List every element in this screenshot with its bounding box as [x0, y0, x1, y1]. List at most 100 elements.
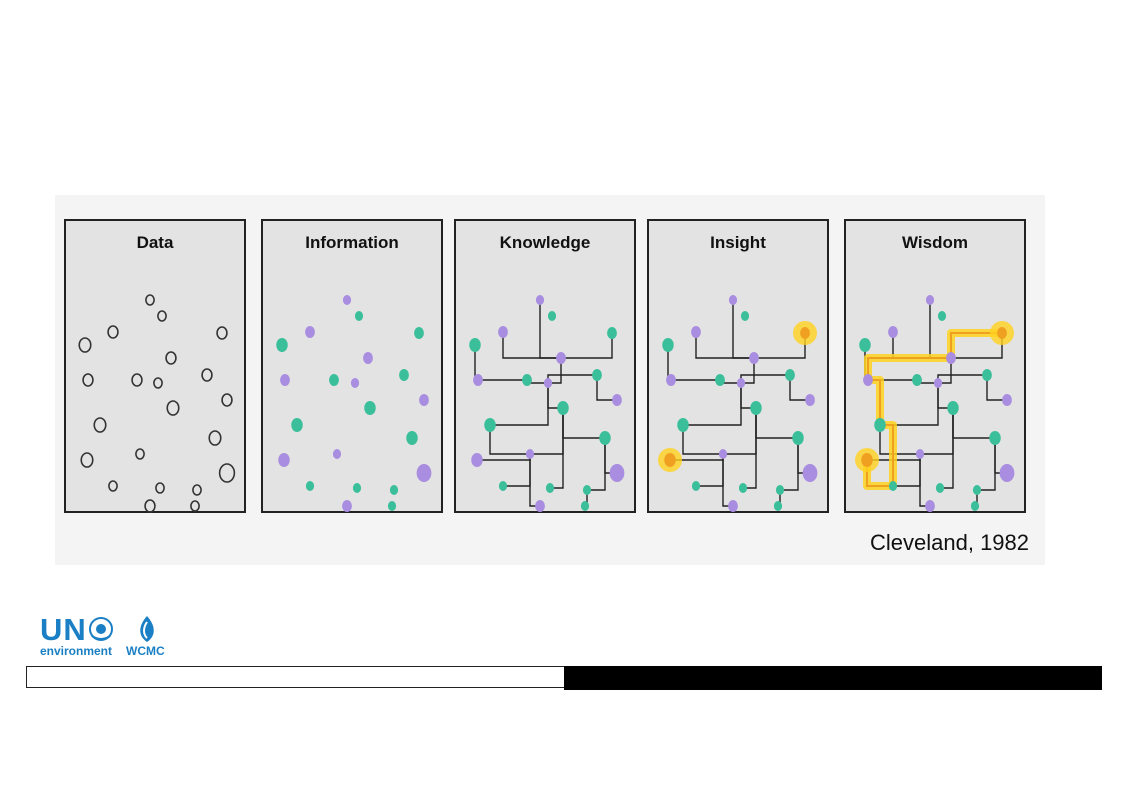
un-emblem-icon [89, 617, 113, 641]
connection-line [986, 375, 1007, 401]
highlighted-node [997, 327, 1007, 339]
connection-line [741, 358, 755, 384]
information-dot [276, 338, 288, 352]
information-dot [280, 374, 290, 386]
panel-information: Information [261, 219, 443, 513]
knowledge-node [535, 500, 545, 512]
data-dot [153, 377, 163, 389]
data-dot [192, 484, 202, 496]
dikw-diagram: Data Information Knowledge Insight Wisdom [55, 195, 1045, 565]
panel-title: Data [137, 233, 174, 252]
panel-wisdom: Wisdom [844, 219, 1026, 513]
connection-line [587, 438, 606, 491]
highlight-path-core [867, 357, 951, 380]
connection-line [780, 438, 799, 491]
panel-knowledge: Knowledge [454, 219, 636, 513]
data-dot [80, 452, 94, 468]
data-dot [165, 351, 177, 365]
information-dot [389, 485, 399, 495]
data-dot [216, 326, 228, 340]
connection-line [938, 358, 952, 384]
knowledge-node [543, 378, 553, 388]
knowledge-node [592, 369, 602, 381]
information-dot [414, 327, 424, 339]
knowledge-node [863, 374, 873, 386]
information-dot [291, 418, 303, 432]
panel-insight: Insight [647, 219, 829, 513]
panel-title: Information [305, 233, 399, 252]
knowledge-node [691, 481, 701, 491]
knowledge-node [999, 464, 1015, 482]
connection-line [977, 438, 996, 491]
knowledge-node [792, 431, 804, 445]
knowledge-node [599, 431, 611, 445]
connection-line [561, 333, 613, 359]
environment-logo-text: environment [40, 644, 113, 658]
data-dot [201, 368, 213, 382]
knowledge-node [728, 500, 738, 512]
highlighted-node [861, 453, 873, 467]
connection-line [789, 375, 810, 401]
information-dot [305, 481, 315, 491]
data-dot [218, 463, 236, 483]
knowledge-node [925, 295, 935, 305]
information-dot [305, 326, 315, 338]
knowledge-node [473, 374, 483, 386]
panel-title: Knowledge [500, 233, 591, 252]
connection-line [502, 332, 561, 359]
knowledge-node [736, 378, 746, 388]
knowledge-node [935, 483, 945, 493]
connection-line [695, 332, 754, 359]
data-dot [135, 448, 145, 460]
knowledge-node [525, 449, 535, 459]
knowledge-node [970, 501, 980, 511]
information-dot [354, 311, 364, 321]
knowledge-node [1002, 394, 1012, 406]
information-dot [399, 369, 409, 381]
data-dot [208, 430, 222, 446]
knowledge-node [471, 453, 483, 467]
data-dot [144, 499, 156, 513]
panel-data: Data [64, 219, 246, 513]
knowledge-node [469, 338, 481, 352]
connection-line [940, 408, 954, 489]
knowledge-node [677, 418, 689, 432]
data-dot [78, 337, 92, 353]
connection-line [879, 425, 920, 455]
information-dot [278, 453, 290, 467]
data-dot [155, 482, 165, 494]
panel-frame [64, 219, 246, 513]
knowledge-node [874, 418, 886, 432]
information-dot [419, 394, 429, 406]
information-dot [342, 295, 352, 305]
data-dot [93, 417, 107, 433]
knowledge-node [888, 326, 898, 338]
data-dot [82, 373, 94, 387]
knowledge-node [580, 501, 590, 511]
data-dot [190, 500, 200, 512]
highlighted-node [800, 327, 810, 339]
data-dot [157, 310, 167, 322]
connection-line [682, 425, 723, 455]
data-dot [108, 480, 118, 492]
knowledge-node [802, 464, 818, 482]
information-dot [329, 374, 339, 386]
knowledge-node [728, 295, 738, 305]
knowledge-node [738, 483, 748, 493]
information-dot [406, 431, 418, 445]
knowledge-node [946, 352, 956, 364]
highlighted-node [664, 453, 676, 467]
panel-title: Wisdom [902, 233, 968, 252]
knowledge-node [498, 326, 508, 338]
knowledge-node [859, 338, 871, 352]
knowledge-node [740, 311, 750, 321]
knowledge-node [556, 352, 566, 364]
citation: Cleveland, 1982 [870, 530, 1030, 555]
data-dot [131, 373, 143, 387]
un-logo-text: UN [40, 612, 87, 647]
knowledge-node [982, 369, 992, 381]
connection-line [548, 358, 562, 384]
connection-line [489, 425, 530, 455]
knowledge-node [718, 449, 728, 459]
knowledge-node [888, 481, 898, 491]
